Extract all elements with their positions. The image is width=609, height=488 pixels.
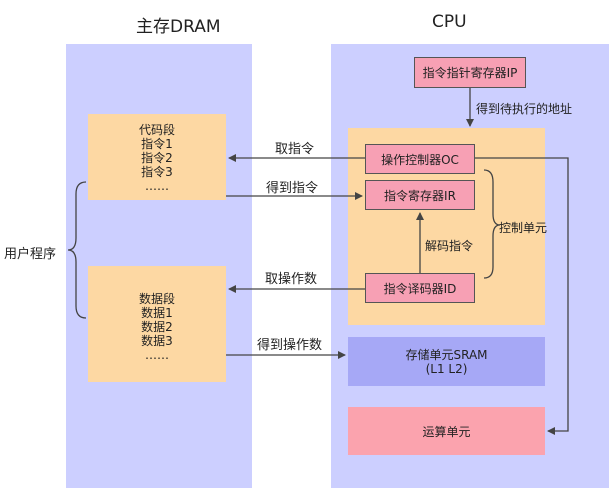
user-program-brace bbox=[67, 181, 87, 319]
get-address-label: 得到待执行的地址 bbox=[476, 102, 573, 116]
instruction-decoder-label: 指令译码器ID bbox=[383, 281, 457, 296]
code-item: 指令1 bbox=[141, 137, 173, 151]
code-segment: 代码段 指令1 指令2 指令3 …… bbox=[88, 114, 226, 200]
control-unit-label: 控制单元 bbox=[499, 221, 548, 235]
data-segment-title: 数据段 bbox=[138, 292, 175, 306]
operation-controller-box: 操作控制器OC bbox=[365, 144, 475, 174]
operation-controller-label: 操作控制器OC bbox=[381, 152, 459, 167]
control-unit-brace bbox=[483, 169, 501, 279]
get-instruction-label: 得到指令 bbox=[266, 181, 319, 196]
alu-label: 运算单元 bbox=[422, 424, 471, 439]
oc-to-alu-arrow bbox=[475, 157, 569, 435]
code-item: 指令2 bbox=[141, 151, 173, 165]
sram-label: 存储单元SRAM bbox=[405, 347, 488, 362]
code-segment-title: 代码段 bbox=[138, 123, 175, 137]
fetch-operand-label: 取操作数 bbox=[265, 272, 318, 287]
data-segment: 数据段 数据1 数据2 数据3 …… bbox=[88, 266, 226, 382]
ip-register-label: 指令指针寄存器IP bbox=[422, 66, 518, 80]
instruction-register-label: 指令寄存器IR bbox=[384, 188, 456, 203]
sram-sublabel: (L1 L2) bbox=[425, 361, 468, 376]
sram-box: 存储单元SRAM (L1 L2) bbox=[348, 337, 545, 386]
alu-box: 运算单元 bbox=[348, 407, 545, 455]
data-item: …… bbox=[145, 348, 169, 362]
instruction-register-box: 指令寄存器IR bbox=[365, 180, 475, 210]
dram-title: 主存DRAM bbox=[136, 17, 221, 37]
get-operand-label: 得到操作数 bbox=[257, 338, 323, 353]
instruction-decoder-box: 指令译码器ID bbox=[365, 273, 475, 303]
code-item: 指令3 bbox=[141, 165, 173, 179]
ip-register-box: 指令指针寄存器IP bbox=[414, 57, 526, 88]
data-item: 数据1 bbox=[141, 306, 173, 320]
decode-label: 解码指令 bbox=[425, 239, 474, 253]
data-item: 数据2 bbox=[141, 320, 173, 334]
user-program-label: 用户程序 bbox=[4, 247, 57, 262]
cpu-title: CPU bbox=[432, 12, 467, 32]
fetch-instruction-label: 取指令 bbox=[275, 142, 315, 157]
code-item: …… bbox=[145, 179, 169, 193]
data-item: 数据3 bbox=[141, 334, 173, 348]
